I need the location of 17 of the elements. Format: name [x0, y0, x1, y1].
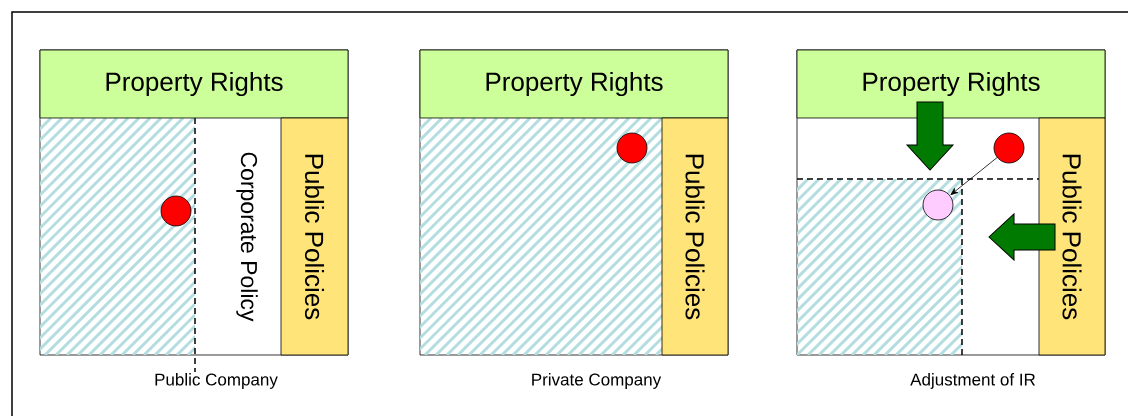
public-policies-band: Public Policies [1038, 117, 1106, 356]
node-label: Adjustment of IR [910, 373, 1036, 389]
public-policies-band: Public Policies [661, 117, 729, 356]
circle-marker [160, 195, 192, 227]
property-rights-band: Property Rights [796, 49, 1106, 119]
block-arrow [988, 213, 1056, 261]
arrow [950, 157, 998, 196]
circle-marker [922, 189, 954, 221]
node-label: Public Company [155, 373, 278, 389]
region-label: Corporate Policy [236, 152, 258, 322]
block-arrow [906, 101, 954, 171]
property-rights-band: Property Rights [39, 49, 349, 119]
node-label: Private Company [532, 373, 662, 389]
circle-marker [616, 132, 648, 164]
circle-marker [993, 132, 1025, 164]
public-policies-band: Public Policies [280, 117, 349, 356]
property-rights-band: Property Rights [419, 49, 729, 119]
